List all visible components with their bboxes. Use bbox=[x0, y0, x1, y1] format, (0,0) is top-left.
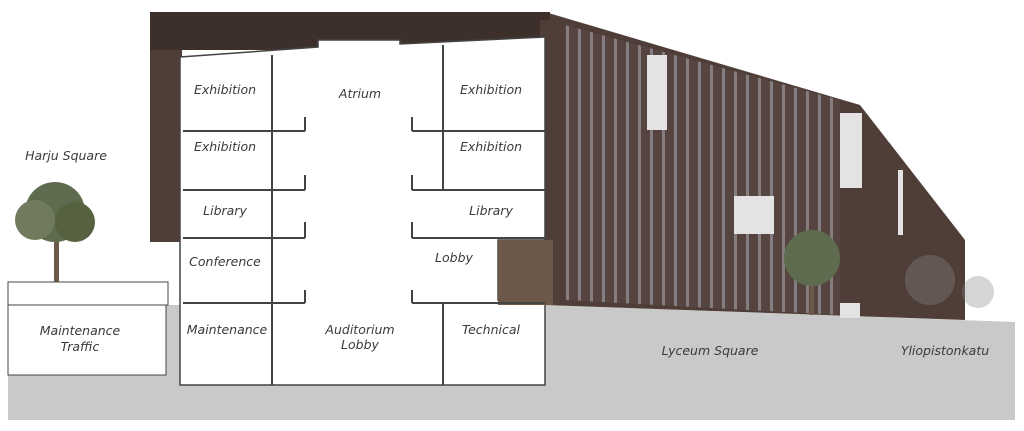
label-harju-square: Harju Square bbox=[25, 148, 107, 163]
label-atrium: Atrium bbox=[338, 86, 381, 101]
label-auditorium-lobby-1: Auditorium bbox=[324, 322, 394, 337]
label-maintenance-traffic-1: Maintenance bbox=[40, 323, 121, 338]
label-lobby: Lobby bbox=[435, 250, 473, 265]
window bbox=[840, 113, 862, 188]
label-exhibition-mid-left: Exhibition bbox=[194, 139, 256, 154]
label-lyceum-square: Lyceum Square bbox=[662, 343, 759, 358]
label-exhibition-mid-right: Exhibition bbox=[460, 139, 522, 154]
label-exhibition-top-right: Exhibition bbox=[460, 82, 522, 97]
harju-plaza bbox=[7, 281, 169, 306]
label-exhibition-top-left: Exhibition bbox=[194, 82, 256, 97]
label-maintenance-traffic-2: Traffic bbox=[61, 339, 100, 354]
window bbox=[734, 196, 774, 234]
maintenance-traffic-box bbox=[7, 304, 167, 376]
label-auditorium-lobby-2: Lobby bbox=[341, 337, 379, 352]
window bbox=[840, 303, 860, 318]
tree-icon bbox=[905, 255, 994, 308]
window bbox=[898, 170, 903, 235]
entrance-wood bbox=[498, 240, 553, 305]
label-library-left: Library bbox=[203, 203, 247, 218]
window bbox=[647, 55, 667, 130]
label-technical: Technical bbox=[462, 322, 521, 337]
floor-lines bbox=[183, 45, 545, 385]
tree-icon bbox=[15, 182, 95, 282]
label-maintenance: Maintenance bbox=[187, 322, 268, 337]
label-conference: Conference bbox=[189, 254, 261, 269]
label-yliopistonkatu: Yliopistonkatu bbox=[901, 343, 989, 358]
facade-fins bbox=[565, 25, 840, 315]
tree-icon bbox=[784, 230, 840, 315]
label-library-right: Library bbox=[469, 203, 513, 218]
left-wall bbox=[150, 12, 182, 242]
